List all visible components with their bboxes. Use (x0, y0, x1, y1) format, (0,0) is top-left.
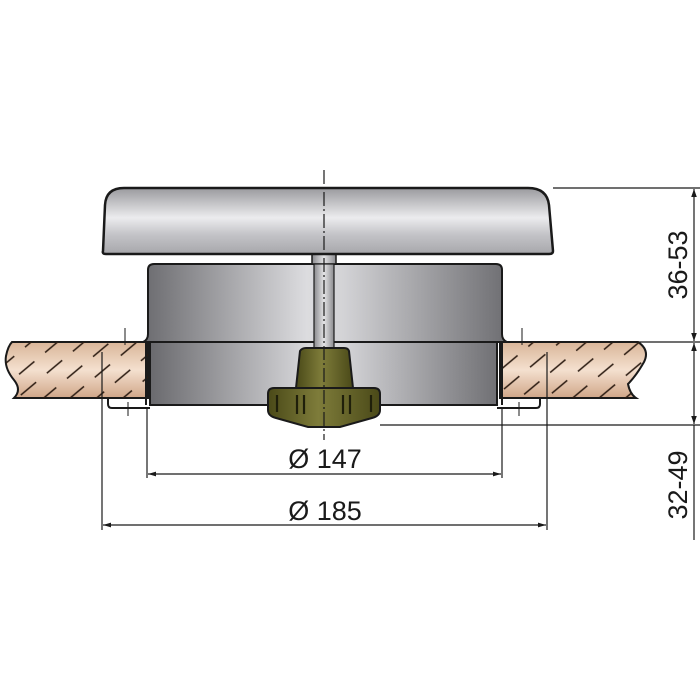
screw-marks (124, 328, 523, 416)
mounting-ring-left (107, 342, 150, 409)
outer-diameter-label: Ø 185 (288, 496, 362, 526)
deck-right (499, 341, 647, 399)
extension-lines-horizontal (380, 187, 700, 426)
ventilator-cap (101, 186, 555, 256)
height-above-deck-label: 36-53 (663, 230, 693, 299)
dimension-vertical: 36-53 32-49 (663, 189, 697, 540)
height-below-deck-label: 32-49 (663, 450, 693, 519)
mounting-ring-right (497, 342, 541, 409)
dimension-outer-diameter: Ø 185 (103, 496, 546, 528)
deck-left (4, 341, 149, 399)
inner-diameter-label: Ø 147 (288, 444, 362, 474)
dimension-inner-diameter: Ø 147 (148, 444, 501, 477)
extension-lines-vertical (101, 352, 548, 530)
